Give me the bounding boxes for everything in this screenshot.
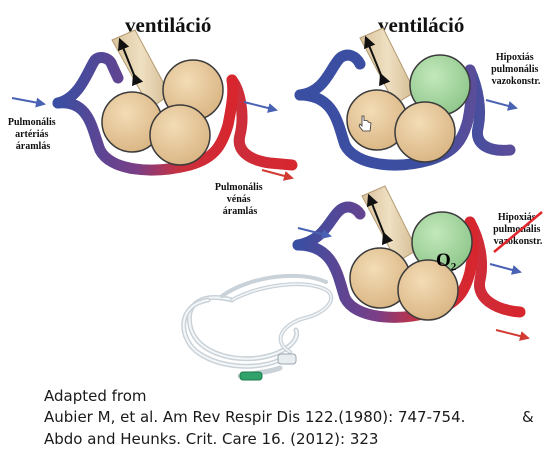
venous-flow-label: Pulmonális vénás áramlás [215, 182, 265, 217]
flow-arrow-blue [297, 227, 332, 239]
nasal-cannula-image [181, 273, 334, 381]
citation-line-2: Aubier M, et al. Am Rev Respir Dis 122.(… [44, 408, 466, 426]
title-right: ventiláció [378, 13, 464, 37]
ventilation-arrow [117, 37, 144, 87]
flow-arrow-red [495, 329, 530, 341]
title-left: ventiláció [125, 13, 211, 37]
alveolus [397, 259, 459, 321]
hand-cursor-icon [358, 115, 372, 132]
cross-out-line [493, 211, 543, 253]
vessel-lower [52, 74, 239, 176]
citation-line-3: Abdo and Heunks. Crit. Care 16. (2012): … [44, 430, 379, 448]
o2-label: O2 [436, 250, 457, 273]
vessel-loop [52, 52, 298, 171]
vessel-lower [294, 64, 477, 171]
flow-arrow-blue [11, 97, 46, 108]
hpv-crossed-label: Hipoxiás pulmonális vazokonstr. [493, 212, 543, 247]
flow-arrow-blue [485, 99, 518, 111]
alveolus [149, 104, 211, 166]
citation-ampersand: & [522, 408, 534, 426]
panel-oxygen: O2 Hipoxiás pulmonális vazokonstr. [292, 185, 543, 341]
citation-line-1: Adapted from [44, 387, 147, 405]
arterial-flow-label: Pulmonális artériás áramlás [8, 117, 58, 152]
flow-arrow-red [261, 169, 294, 181]
hpv-label: Hipoxiás pulmonális vazokonstr. [491, 52, 541, 87]
ventilation-arrow [366, 193, 394, 246]
panel-hypoxic: ventiláció Hipoxiás pulmonális vazokonst… [294, 13, 541, 171]
panel-normal: ventiláció Pulmonális artériás áramlás P… [8, 13, 298, 217]
flow-arrow-blue [489, 263, 522, 275]
alveolus [394, 101, 456, 163]
ventilation-arrow [364, 35, 391, 87]
flow-arrow-blue [243, 101, 278, 113]
